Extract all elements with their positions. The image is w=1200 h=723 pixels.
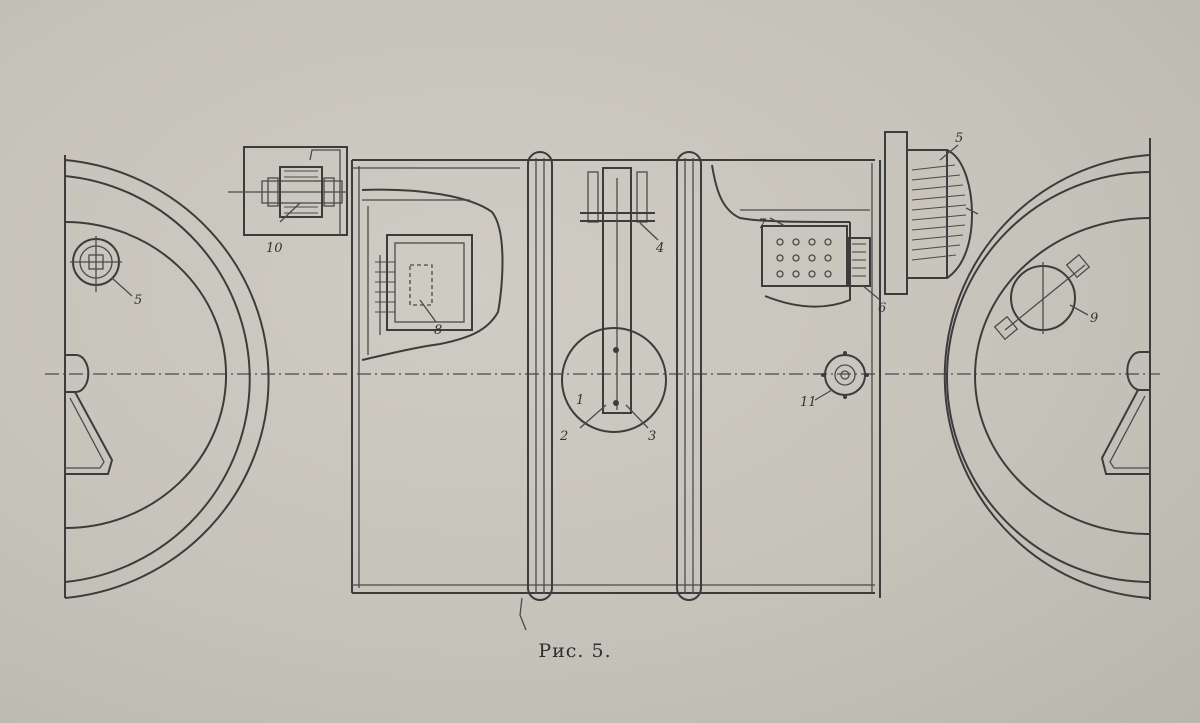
callout-9: 9 [1090,311,1098,326]
callout-4: 4 [655,241,664,256]
figure-caption: Рис. 5. [0,640,1200,662]
callout-2: 2 [559,429,568,444]
filler-neck [884,131,979,295]
callout-1: 1 [576,393,584,408]
callout-7: 7 [758,217,767,232]
ring-left [527,151,553,601]
callout-10: 10 [266,241,283,256]
perforations [776,238,832,278]
tank-body [351,131,979,631]
callout-3: 3 [648,429,656,444]
callout-11: 11 [800,395,817,410]
left-end-view [64,155,270,599]
detail-10-inset [228,146,348,236]
right-end-view [943,138,1151,600]
left-hatch-fitting [70,236,133,297]
ring-right [676,151,702,601]
figure-caption-text: Рис. 5. [538,640,612,662]
vent-fitting [993,253,1091,341]
drain-fitting [814,351,869,401]
central-bracket [561,167,667,433]
cutout-right [711,164,881,308]
callout-6: 6 [878,301,886,316]
callout-5-right: 5 [955,131,963,146]
callout-5-left: 5 [134,293,142,308]
cutout-left [361,188,504,361]
callout-8: 8 [434,323,442,338]
callout-labels: 1 2 3 4 5 5 6 7 8 9 10 11 [134,131,1098,444]
